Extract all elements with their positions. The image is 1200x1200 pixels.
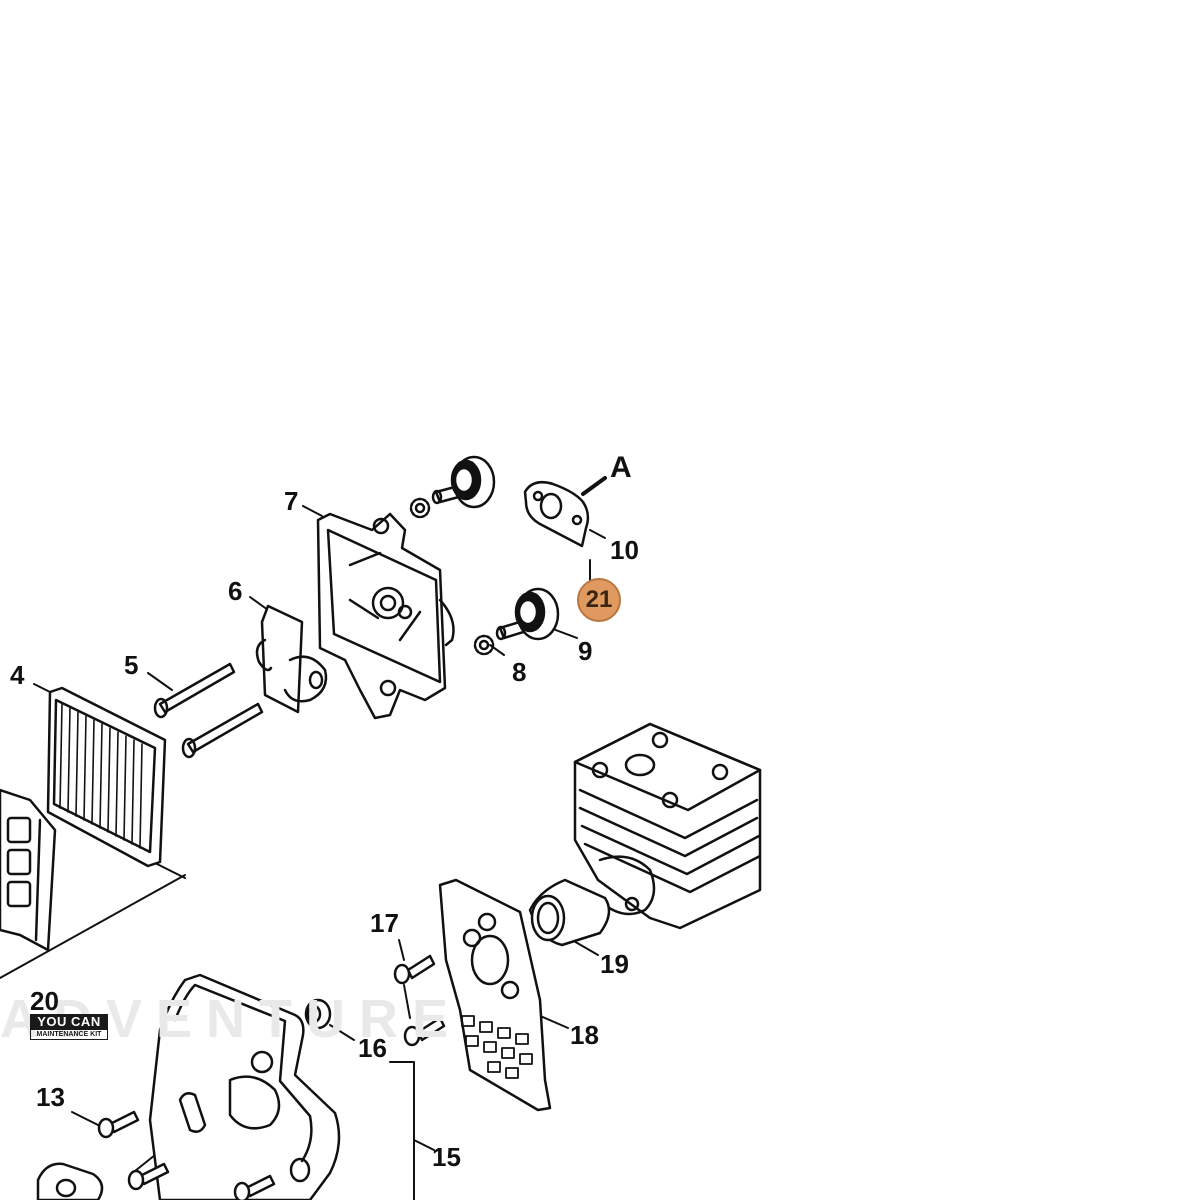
carburetor-housing-icon bbox=[316, 512, 455, 720]
lock-washer-icon bbox=[473, 634, 495, 656]
screw-icon bbox=[153, 662, 264, 759]
callout-15: 15 bbox=[432, 1142, 461, 1172]
callout-20: 20 bbox=[30, 986, 59, 1016]
filter-cover-icon bbox=[0, 788, 57, 952]
bushing-icon bbox=[304, 998, 332, 1030]
baffle-plate-icon bbox=[255, 604, 328, 714]
screw-icon bbox=[97, 1110, 140, 1139]
callout-8: 8 bbox=[512, 657, 527, 687]
callout-19: 19 bbox=[600, 949, 629, 979]
crankcase-cover-icon bbox=[148, 973, 341, 1200]
screw-icon bbox=[127, 1162, 276, 1200]
gasket-icon bbox=[523, 481, 590, 548]
adjustment-knob-icon bbox=[431, 455, 496, 509]
callout-6: 6 bbox=[228, 576, 243, 606]
adjustment-knob-icon bbox=[495, 587, 560, 641]
callout-13: 13 bbox=[36, 1082, 65, 1112]
callout-9: 9 bbox=[578, 636, 593, 666]
maintenance-kit-logo: YOU CAN MAINTENANCE KIT bbox=[30, 1014, 108, 1040]
callout-a: A bbox=[610, 451, 632, 484]
callout-5: 5 bbox=[124, 650, 139, 680]
callout-7: 7 bbox=[284, 486, 299, 516]
highlighted-part-21[interactable]: 21 bbox=[577, 578, 621, 622]
leader-lines bbox=[0, 476, 607, 1200]
callout-10: 10 bbox=[610, 535, 639, 565]
cylinder-icon bbox=[573, 722, 762, 930]
logo-text-top: YOU CAN bbox=[30, 1014, 108, 1029]
logo-text-bottom: MAINTENANCE KIT bbox=[30, 1029, 108, 1040]
intake-manifold-icon bbox=[528, 878, 611, 947]
callout-17: 17 bbox=[370, 908, 399, 938]
callout-4: 4 bbox=[10, 660, 25, 690]
callout-16: 16 bbox=[358, 1033, 387, 1063]
lock-washer-icon bbox=[409, 497, 431, 519]
mount-bracket-icon bbox=[36, 1162, 104, 1200]
screw-icon bbox=[393, 954, 446, 1047]
intake-flange-icon bbox=[438, 878, 552, 1112]
callout-18: 18 bbox=[570, 1020, 599, 1050]
air-filter-icon bbox=[46, 686, 167, 868]
